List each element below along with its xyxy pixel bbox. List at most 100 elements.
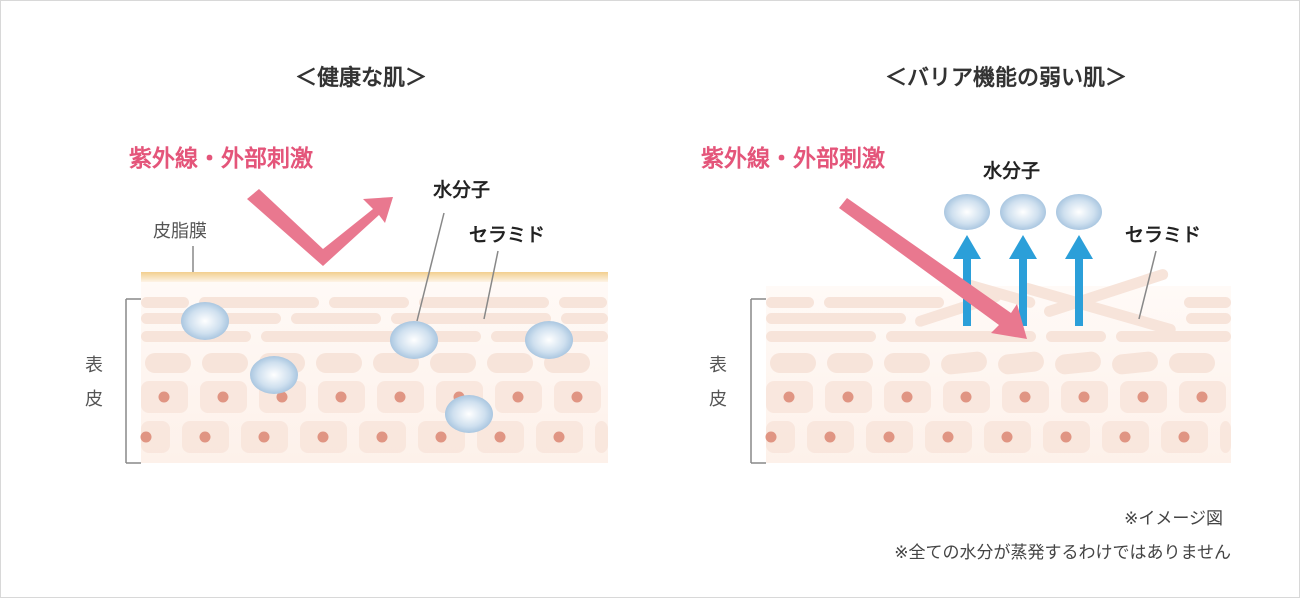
water-molecule	[445, 395, 493, 433]
epidermis-label-2: 皮	[709, 389, 727, 410]
stimulus-penetrate-arrow-icon	[839, 198, 1027, 339]
ceramide-leader-line	[483, 250, 499, 320]
sebum-label: 皮脂膜	[153, 221, 207, 242]
ceramide-label: セラミド	[469, 224, 545, 246]
cell-nucleus	[1078, 391, 1090, 403]
ceramide	[329, 297, 409, 308]
image-note: ※イメージ図	[1124, 509, 1223, 529]
cell-nucleus	[335, 391, 347, 403]
cell-nucleus	[824, 431, 836, 443]
right-cell-layers	[765, 269, 1231, 453]
cell-nucleus	[1137, 391, 1149, 403]
ceramide	[766, 313, 906, 324]
evaporation-note: ※全ての水分が蒸発するわけではありません	[894, 543, 1231, 563]
healthy-skin-title: ＜健康な肌＞	[295, 65, 427, 91]
cell-nucleus	[435, 431, 447, 443]
cell-nucleus	[140, 431, 152, 443]
skin-cell	[141, 421, 170, 453]
healthy-skin-panel: ＜健康な肌＞ 紫外線・外部刺激 水分子 セラミド 皮脂膜 表 皮	[85, 65, 608, 464]
cell-nucleus	[276, 391, 288, 403]
flattened-cell	[884, 353, 930, 373]
flattened-cell	[1112, 351, 1158, 375]
cell-nucleus	[960, 391, 972, 403]
sebum-film	[141, 272, 608, 282]
flattened-cell	[1169, 353, 1215, 373]
flattened-cell	[941, 351, 987, 375]
ceramide	[419, 297, 549, 308]
weak-skin-panel: ＜バリア機能の弱い肌＞ 紫外線・外部刺激 水分子 セラミド 表 皮 ※イメージ図…	[701, 65, 1231, 563]
ceramide-label: セラミド	[1125, 224, 1201, 246]
flattened-cell	[145, 353, 191, 373]
cell-nucleus	[783, 391, 795, 403]
cell-nucleus	[1119, 431, 1131, 443]
ceramide	[391, 313, 551, 324]
ceramide	[1116, 331, 1231, 342]
flattened-cell	[770, 353, 816, 373]
flattened-cell	[1055, 351, 1101, 375]
up-arrow-icon	[1065, 235, 1093, 326]
flattened-cell	[998, 351, 1044, 375]
ceramide	[1186, 313, 1231, 324]
ceramide	[261, 331, 411, 342]
cell-nucleus	[571, 391, 583, 403]
flattened-cell	[430, 353, 476, 373]
cell-nucleus	[394, 391, 406, 403]
ceramide	[766, 331, 876, 342]
water-molecule	[390, 321, 438, 359]
water-molecule	[181, 302, 229, 340]
flattened-cell	[487, 353, 533, 373]
cell-nucleus	[942, 431, 954, 443]
flattened-cell	[316, 353, 362, 373]
cell-nucleus	[258, 431, 270, 443]
ceramide	[199, 297, 319, 308]
cell-nucleus	[1060, 431, 1072, 443]
ceramide-leader-line	[1138, 250, 1157, 320]
cell-nucleus	[883, 431, 895, 443]
cell-nucleus	[1019, 391, 1031, 403]
water-molecules	[181, 302, 573, 433]
ceramide	[559, 297, 607, 308]
skin-cell	[766, 421, 795, 453]
stimulus-reflect-arrow-icon	[247, 189, 393, 266]
ceramide	[824, 297, 944, 308]
ceramide	[561, 313, 608, 324]
cell-nucleus	[1178, 431, 1190, 443]
ceramide	[766, 297, 814, 308]
cell-nucleus	[199, 431, 211, 443]
ceramide	[291, 313, 381, 324]
epidermis-label-2: 皮	[85, 389, 103, 410]
cell-nucleus	[512, 391, 524, 403]
ceramide	[141, 297, 189, 308]
epidermis-bracket	[750, 298, 766, 464]
skin-cell	[1220, 421, 1231, 453]
ceramide	[1021, 282, 1176, 335]
cell-nucleus	[553, 431, 565, 443]
cell-nucleus	[376, 431, 388, 443]
up-arrow-icon	[1009, 235, 1037, 326]
weak-skin-title: ＜バリア機能の弱い肌＞	[885, 65, 1127, 91]
water-molecule	[1000, 194, 1046, 230]
water-molecule	[1056, 194, 1102, 230]
stimulus-label: 紫外線・外部刺激	[701, 145, 885, 172]
epidermis-label-1: 表	[85, 355, 103, 376]
cell-nucleus	[317, 431, 329, 443]
water-molecule	[525, 321, 573, 359]
cell-nucleus	[217, 391, 229, 403]
ceramide	[1046, 331, 1106, 342]
cell-nucleus	[842, 391, 854, 403]
water-molecule-label: 水分子	[433, 179, 490, 201]
water-molecule-label: 水分子	[983, 160, 1040, 182]
ceramide	[1184, 297, 1231, 308]
cell-nucleus	[494, 431, 506, 443]
cell-nucleus	[765, 431, 777, 443]
epidermis-label-1: 表	[709, 355, 727, 376]
cell-nucleus	[1001, 431, 1013, 443]
flattened-cell	[202, 353, 248, 373]
epidermis-bracket	[125, 298, 141, 464]
stimulus-label: 紫外線・外部刺激	[129, 145, 313, 172]
cell-nucleus	[1196, 391, 1208, 403]
cell-nucleus	[158, 391, 170, 403]
water-molecule	[250, 356, 298, 394]
